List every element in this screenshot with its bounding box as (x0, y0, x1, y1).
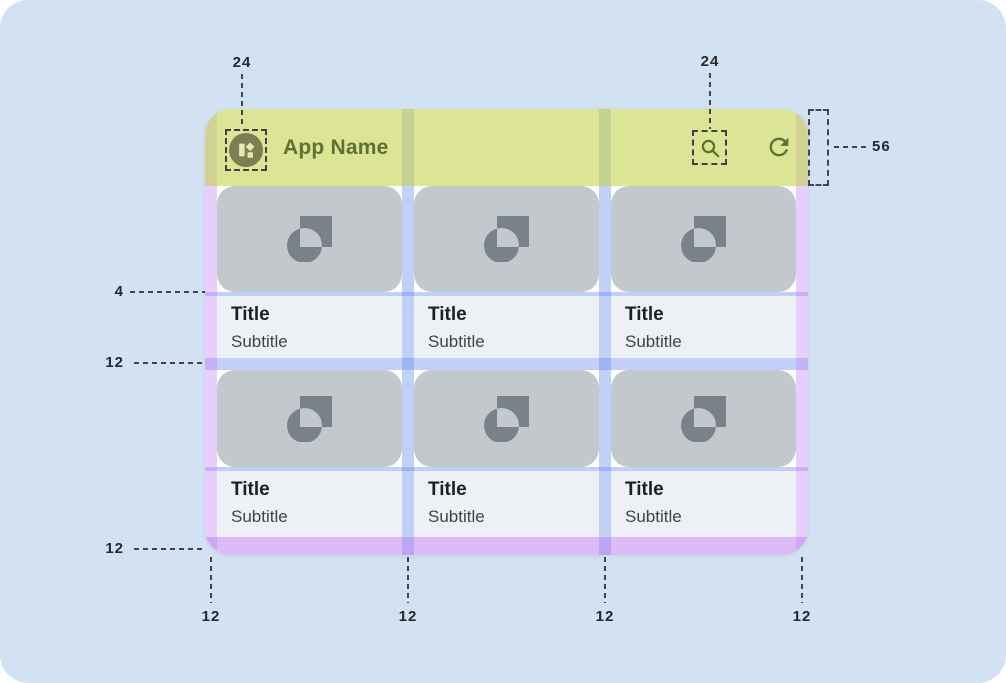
annotation-leader-line (834, 146, 868, 148)
media-placeholder-icon (286, 395, 332, 442)
annotation-leader-line (604, 557, 606, 603)
card-subtitle: Subtitle (231, 507, 288, 526)
annotation-leader-line (210, 557, 212, 603)
app-title: App Name (283, 135, 389, 159)
card-subtitle: Subtitle (428, 332, 485, 351)
card-title: Title (625, 304, 664, 325)
media-placeholder-icon (483, 216, 529, 262)
card-text[interactable]: Title Subtitle (414, 296, 599, 358)
card-media[interactable] (217, 370, 402, 467)
annotation-action-icon-size-label: 24 (700, 53, 720, 70)
appbar-height-bracket (808, 109, 829, 186)
annotation-leader-line (134, 362, 205, 364)
search-icon-keyline-box (692, 130, 727, 165)
annotation-row-gutter-label: 12 (105, 354, 124, 371)
card-subtitle: Subtitle (231, 332, 288, 351)
card-title: Title (428, 304, 467, 325)
annotation-media-text-gap-label: 4 (114, 283, 124, 300)
card-title: Title (428, 479, 467, 500)
grid-column-3: Title Subtitle Title Subtitle (611, 186, 796, 555)
media-placeholder-icon (680, 395, 726, 442)
annotation-leader-line (407, 557, 409, 603)
card-media[interactable] (611, 370, 796, 467)
annotation-app-icon-size-label: 24 (232, 54, 252, 71)
annotation-right-margin-label: 12 (792, 608, 812, 625)
card-media[interactable] (217, 186, 402, 292)
card-subtitle: Subtitle (625, 332, 682, 351)
app-logo-icon (239, 142, 255, 158)
annotation-leader-line (130, 291, 205, 293)
grid-column-1: Title Subtitle Title Subtitle (217, 186, 402, 555)
card-subtitle: Subtitle (625, 507, 682, 526)
grid-column-2: Title Subtitle Title Subtitle (414, 186, 599, 555)
card-text[interactable]: Title Subtitle (217, 296, 402, 358)
row-gutter (217, 358, 402, 370)
card-title: Title (231, 479, 270, 500)
card-media[interactable] (414, 370, 599, 467)
search-icon[interactable] (698, 136, 722, 160)
app-logo-button[interactable] (229, 133, 263, 167)
annotation-gutter-label: 12 (595, 608, 615, 625)
media-placeholder-icon (680, 216, 726, 262)
card-media[interactable] (414, 186, 599, 292)
card-title: Title (625, 479, 664, 500)
card-subtitle: Subtitle (428, 507, 485, 526)
annotation-leader-line (709, 73, 711, 129)
card-text[interactable]: Title Subtitle (611, 296, 796, 358)
annotation-left-margin-label: 12 (201, 608, 221, 625)
media-placeholder-icon (286, 216, 332, 262)
annotation-gutter-label: 12 (398, 608, 418, 625)
row-gutter (611, 358, 796, 370)
annotation-bottom-margin-label: 12 (105, 540, 124, 557)
annotation-leader-line (241, 74, 243, 128)
app-icon-keyline-box (225, 129, 267, 171)
card-text[interactable]: Title Subtitle (414, 471, 599, 537)
card-text[interactable]: Title Subtitle (217, 471, 402, 537)
refresh-icon[interactable] (765, 133, 793, 161)
row-gutter (414, 358, 599, 370)
card-media[interactable] (611, 186, 796, 292)
appbar: App Name (205, 109, 808, 186)
card-title: Title (231, 304, 270, 325)
annotation-appbar-height-label: 56 (872, 138, 891, 155)
card-text[interactable]: Title Subtitle (611, 471, 796, 537)
annotation-leader-line (134, 548, 205, 550)
app-mockup: Title Subtitle Title Subtitle Title Subt… (205, 109, 808, 555)
media-placeholder-icon (483, 395, 529, 442)
annotation-leader-line (801, 557, 803, 603)
